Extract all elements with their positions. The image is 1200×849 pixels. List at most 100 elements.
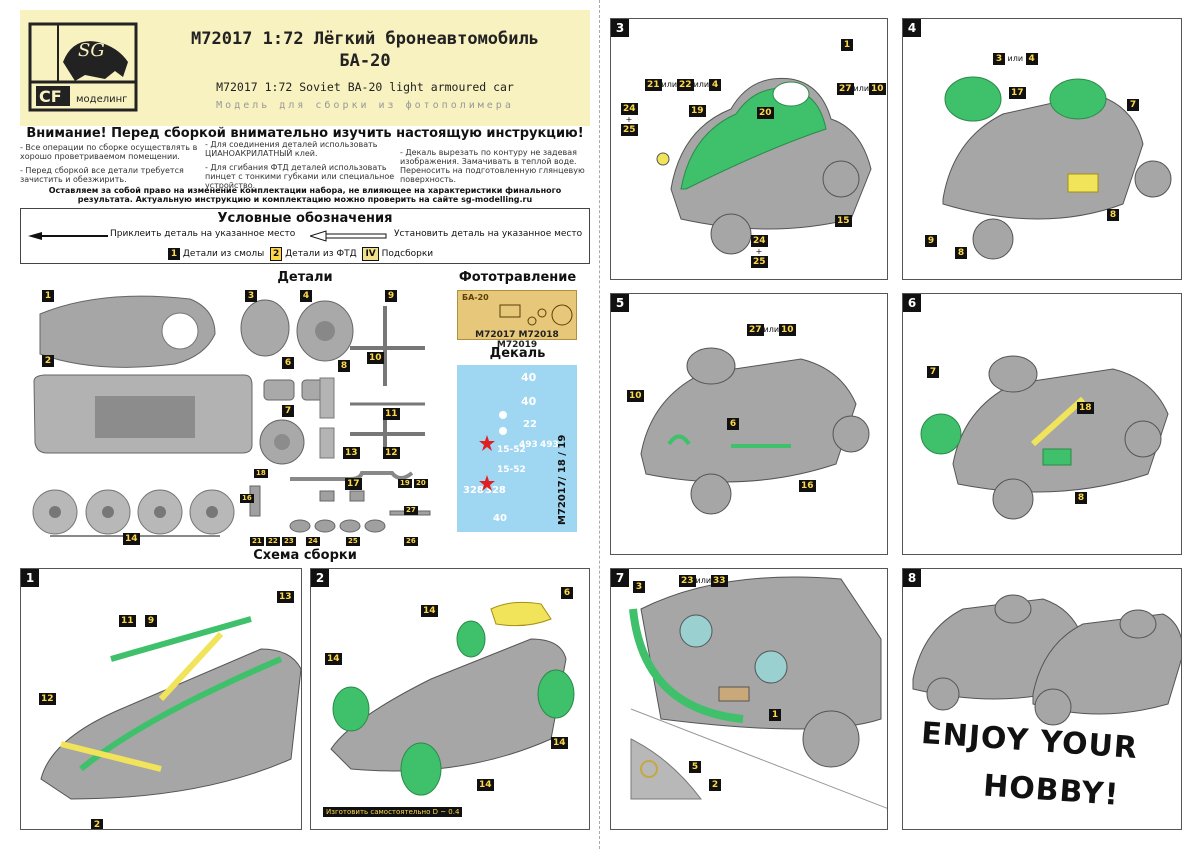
step-1-number: 1 xyxy=(21,569,39,587)
part-tag-24: 24 xyxy=(306,537,320,546)
assembly-title: Схема сборки xyxy=(253,548,357,563)
photoetch-plate-label: БА-20 xyxy=(462,293,489,302)
pe-tag: 2 xyxy=(270,247,283,261)
legend-box xyxy=(20,208,590,264)
svg-text:CF: CF xyxy=(39,87,62,106)
step-7-label: 5 xyxy=(689,761,701,773)
step-6-label: 7 xyxy=(927,366,939,378)
part-tag-11: 11 xyxy=(383,408,400,420)
step-1-label: 12 xyxy=(39,693,56,705)
logo: SG CF моделинг xyxy=(28,22,138,112)
part-tag-6: 6 xyxy=(282,357,294,369)
part-tag-10: 10 xyxy=(367,352,384,364)
step-4-label: 17 xyxy=(1009,87,1026,99)
photoetch-parts xyxy=(499,304,573,326)
step-4-number: 4 xyxy=(903,19,921,37)
logo-graphic: SG CF моделинг xyxy=(28,22,138,112)
part-tag-7: 7 xyxy=(282,405,294,417)
decal-code-wrap: M72017/ 18 / 19 xyxy=(557,435,577,525)
step-3-label: 1 xyxy=(841,39,853,51)
part-tag-13: 13 xyxy=(343,447,360,459)
decal-code: M72017/ 18 / 19 xyxy=(557,434,568,525)
part-tag-23: 23 xyxy=(282,537,296,546)
step-2-label: 14 xyxy=(325,653,342,665)
part-tag-26: 26 xyxy=(404,537,418,546)
photoetch-caption: M72017 M72018 M72019 xyxy=(475,330,559,350)
step-8-illustration xyxy=(912,594,1181,726)
install-arrow-icon xyxy=(310,230,387,242)
decal-stars xyxy=(479,411,507,491)
resin-tag: 1 xyxy=(168,248,180,260)
photoetch-plate: БА-20 xyxy=(457,290,577,340)
part-tag-1: 1 xyxy=(42,290,54,302)
step-4-label: 8 xyxy=(955,247,967,259)
step-2-label: 14 xyxy=(551,737,568,749)
note-col3: - Декаль вырезать по контуру не задевая … xyxy=(400,148,585,184)
step-3-label: 20 xyxy=(757,107,774,119)
step-3-number: 3 xyxy=(611,19,629,37)
part-tag-14: 14 xyxy=(123,533,140,545)
legend-types: 1 Детали из смолы 2 Детали из ФТД IV Под… xyxy=(168,247,468,261)
legend-glue-label: Приклеить деталь на указанное место xyxy=(110,229,296,239)
subassembly-label: Подсборки xyxy=(381,249,434,259)
step-3-label: 19 xyxy=(689,105,706,117)
step-6-label: 8 xyxy=(1075,492,1087,504)
decal-number: 15-52 xyxy=(497,465,526,475)
step-1-label: 13 xyxy=(277,591,294,603)
part-tag-16: 16 xyxy=(240,494,254,503)
step-4-label: 8 xyxy=(1107,209,1119,221)
step-4-panel: 4 3 или 4 17 7 8 9 8 xyxy=(902,18,1182,280)
legend-arrows: Приклеить деталь на указанное место Уста… xyxy=(28,229,588,243)
part-tag-20: 20 xyxy=(414,479,428,488)
parts-illustration xyxy=(32,295,431,537)
step-1-label: 2 xyxy=(91,819,103,829)
step-5-label: 10 xyxy=(627,390,644,402)
part-tag-8: 8 xyxy=(338,360,350,372)
part-tag-19: 19 xyxy=(398,479,412,488)
glue-arrow-icon xyxy=(28,232,108,240)
decal-number: 328 xyxy=(485,485,506,496)
step-2-note: Изготовить самостоятельно D ~ 0.4 xyxy=(323,807,463,817)
step-6-panel: 6 7 18 8 xyxy=(902,293,1182,555)
step-2-illustration xyxy=(330,601,575,796)
step-7-number: 7 xyxy=(611,569,629,587)
fold-line xyxy=(599,0,600,849)
subassembly-tag: IV xyxy=(362,247,379,261)
decal-sheet: 40 40 22 493 493 328 328 15-52 15-52 40 … xyxy=(457,365,577,532)
decal-number: 493 xyxy=(519,440,538,450)
part-tag-22: 22 xyxy=(266,537,280,546)
step-1-label: 11 xyxy=(119,615,136,627)
part-tag-21: 21 xyxy=(250,537,264,546)
step-1-label: 9 xyxy=(145,615,157,627)
legend-install-label: Установить деталь на указанное место xyxy=(394,229,583,239)
photoetch-title: Фототравление xyxy=(458,270,577,285)
step-3-label: 15 xyxy=(835,215,852,227)
step-4-label: 9 xyxy=(925,235,937,247)
part-tag-17: 17 xyxy=(345,478,362,490)
resin-label: Детали из смолы xyxy=(182,249,265,259)
step-3-illustration xyxy=(656,77,872,255)
decal-number: 40 xyxy=(521,371,537,384)
note-col1: - Все операции по сборке осуществлять в … xyxy=(20,143,198,184)
step-4-label-group: 3 или 4 xyxy=(993,53,1038,65)
step-2-label: 14 xyxy=(421,605,438,617)
svg-text:SG: SG xyxy=(78,40,105,61)
part-tag-9: 9 xyxy=(385,290,397,302)
step-7-label: 3 xyxy=(633,581,645,593)
legend-title: Условные обозначения xyxy=(217,211,393,226)
parts-title: Детали xyxy=(277,270,333,285)
part-tag-27: 27 xyxy=(404,506,418,515)
part-tag-3: 3 xyxy=(245,290,257,302)
step-2-panel: 2 6 14 14 14 14 Изготовить самостоятельн… xyxy=(310,568,590,830)
title-en: M72017 1:72 Soviet BA-20 light armoured … xyxy=(216,80,514,94)
decal-number: 40 xyxy=(493,513,507,524)
step-4-label: 7 xyxy=(1127,99,1139,111)
step-8-panel: 8 ENJOY YOUR HOBBY! xyxy=(902,568,1182,830)
